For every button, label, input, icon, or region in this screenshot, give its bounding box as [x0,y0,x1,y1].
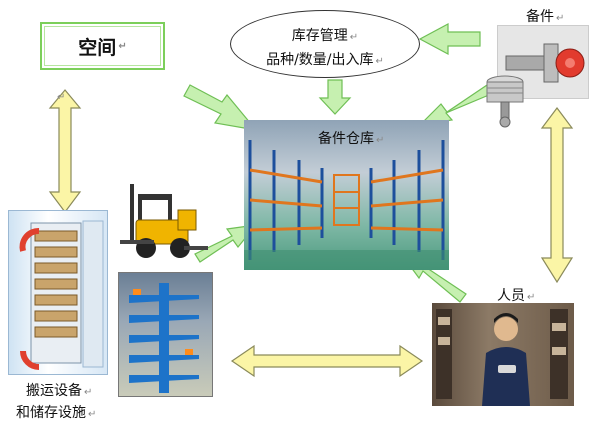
inventory-subtitle: 品种/数量/出入库 [266,52,374,68]
forklift-icon [120,184,208,258]
paragraph-mark: ↵ [88,409,97,420]
warehouse-label: 备件仓库 [318,131,374,147]
spare-parts-label: 备件 [526,9,554,25]
paragraph-mark: ↵ [349,32,359,43]
cantilever-rack-photo [118,272,213,397]
carousel-icon [19,220,104,370]
forklift-photo [118,180,210,262]
inventory-title: 库存管理 [291,28,348,44]
equipment-caption-line2: 和储存设施↵ [16,402,96,422]
arrow-space-equipment [48,89,82,213]
arrow-equipment-personnel [230,344,424,378]
equipment-label-line2: 和储存设施 [16,405,86,421]
piston-icon [486,75,524,128]
equipment-caption-line1: 搬运设备↵ [26,380,92,400]
paragraph-mark: ↵ [375,56,384,67]
paragraph-mark: ↵ [527,292,536,303]
space-box: 空间↵ [40,22,165,70]
paragraph-mark: ↵ [57,92,66,103]
arrow-equipment-to-warehouse [194,224,258,263]
cantilever-rack-icon [129,283,199,393]
warehouse-caption: 备件仓库↵ [318,128,384,148]
arrow-inventory-to-warehouse [318,79,352,115]
inventory-ellipse: 库存管理↵ 品种/数量/出入库↵ [230,10,420,78]
personnel-photo [432,303,574,406]
paragraph-mark: ↵ [376,135,385,146]
vertical-carousel-photo [8,210,108,375]
arrow-space-to-warehouse [183,84,258,131]
warehouse-photo [244,120,449,270]
warehouse-racks-icon [244,140,449,270]
personnel-caption: 人员↵ [497,285,535,305]
arrow-spare-to-inventory [418,22,481,56]
valve-icon [505,43,585,83]
piston-photo [475,70,535,128]
paragraph-mark: ↵ [556,13,565,24]
equipment-label-line1: 搬运设备 [26,383,82,399]
spare-parts-caption: 备件↵ [526,6,564,26]
space-label: 空间 [78,36,117,59]
arrow-spare-personnel [540,107,574,284]
worker-icon [436,309,568,406]
paragraph-mark: ↵ [118,40,127,52]
personnel-label: 人员 [497,288,525,304]
paragraph-mark: ↵ [84,387,93,398]
